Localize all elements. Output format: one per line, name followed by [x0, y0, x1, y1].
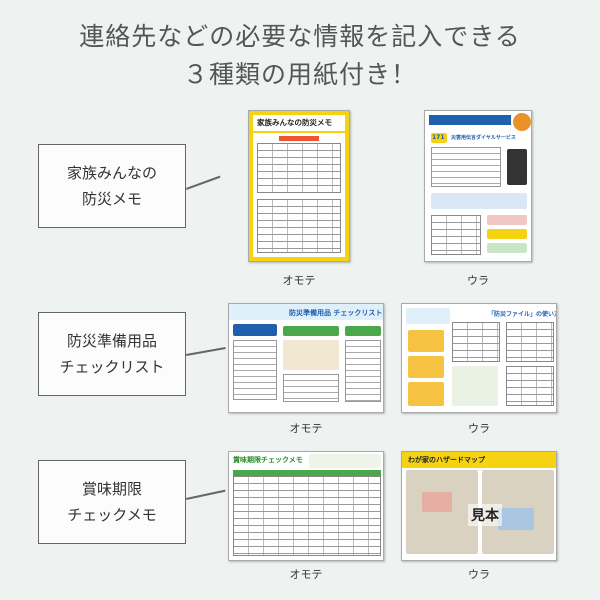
- callout-label-line: 賞味期限: [81, 480, 142, 498]
- sheet-map-zone: [498, 508, 534, 530]
- callout-label-line: 防災準備用品: [66, 332, 157, 350]
- callout-family-memo: 家族みんなの 防災メモ: [38, 144, 186, 228]
- callout-pointer: [186, 489, 226, 500]
- headline-line-1: 連絡先などの必要な情報を記入できる: [79, 22, 521, 51]
- sheet-table: [233, 476, 381, 556]
- sheet-table: [431, 215, 481, 255]
- sheet-title: 災害用伝言ダイヤルサービス: [451, 135, 516, 141]
- sheet-checklist-front: 防災準備用品 チェックリスト: [228, 303, 384, 413]
- sheet-photo: [408, 356, 444, 378]
- sheet-list: [345, 340, 381, 402]
- sheet-header: [229, 304, 383, 320]
- callout-label-line: チェックメモ: [67, 506, 157, 524]
- sample-stamp: 見本: [468, 504, 502, 526]
- callout-label-line: 家族みんなの: [66, 164, 157, 182]
- sheet-photo: [408, 382, 444, 406]
- sheet-header: [429, 115, 511, 125]
- sheet-sample: [452, 366, 498, 406]
- caption-front: オモテ: [289, 568, 323, 581]
- page-headline: 連絡先などの必要な情報を記入できる ３種類の用紙付き！: [0, 18, 600, 94]
- sheet-map-zone: [422, 492, 452, 512]
- sheet-list: [233, 340, 277, 400]
- sheet-sample: [506, 366, 554, 406]
- callout-checklist: 防災準備用品 チェックリスト: [38, 312, 186, 396]
- sheet-map: [406, 470, 478, 554]
- callout-expiry-memo: 賞味期限 チェックメモ: [38, 460, 186, 544]
- sheet-family-memo-front: 家族みんなの防災メモ: [248, 110, 350, 262]
- sheet-badge: [513, 113, 531, 131]
- sheet-header: [253, 115, 345, 131]
- headline-line-2: ３種類の用紙付き！: [182, 60, 417, 89]
- sheet-note-box: [487, 243, 527, 253]
- sheet-number-box: [431, 133, 447, 143]
- sheet-table-header: [233, 470, 381, 476]
- sheet-text-block: [431, 147, 501, 187]
- callout-label-line: 防災メモ: [81, 190, 142, 208]
- sheet-table: [257, 199, 341, 253]
- sheet-dial-number: 171: [432, 134, 445, 141]
- sheet-note-box: [487, 229, 527, 239]
- sheet-expiry-front: 賞味期限チェックメモ: [228, 451, 384, 561]
- sheet-note-box: [487, 215, 527, 225]
- sheet-info-band: [431, 193, 527, 209]
- sheet-section-tag: [233, 324, 277, 336]
- caption-front: オモテ: [282, 274, 316, 287]
- sheet-photo: [408, 330, 444, 352]
- caption-back: ウラ: [468, 422, 490, 435]
- callout-pointer: [186, 175, 221, 190]
- sheet-phone-image: [507, 149, 527, 185]
- sheet-table: [257, 143, 341, 193]
- sheet-title: わが家のハザードマップ: [408, 456, 485, 464]
- sheet-illustration: [309, 454, 381, 468]
- callout-pointer: [186, 347, 226, 356]
- sheet-sample: [506, 322, 554, 362]
- sheet-list: [283, 374, 339, 402]
- sheet-family-memo-back: 171 災害用伝言ダイヤルサービス: [424, 110, 532, 262]
- caption-back: ウラ: [468, 568, 490, 581]
- sheet-title: 「防災ファイル」の使い方: [488, 311, 557, 318]
- sheet-title: 家族みんなの防災メモ: [257, 118, 332, 127]
- caption-front: オモテ: [289, 422, 323, 435]
- caption-back: ウラ: [467, 274, 489, 287]
- sheet-title: 防災準備用品 チェックリスト: [289, 309, 383, 317]
- sheet-illustration: [283, 340, 339, 370]
- sheet-title: 賞味期限チェックメモ: [233, 456, 303, 464]
- sheet-sample: [452, 322, 500, 362]
- sheet-section-tag: [283, 326, 339, 336]
- sheet-section-tag: [345, 326, 381, 336]
- sheet-header: [402, 452, 556, 468]
- sheet-checklist-back: 「防災ファイル」の使い方: [401, 303, 557, 413]
- callout-label-line: チェックリスト: [59, 358, 165, 376]
- sheet-intro: [406, 308, 450, 324]
- sheet-hazard-map-back: わが家のハザードマップ 見本: [401, 451, 557, 561]
- sheet-label-bar: [279, 136, 319, 141]
